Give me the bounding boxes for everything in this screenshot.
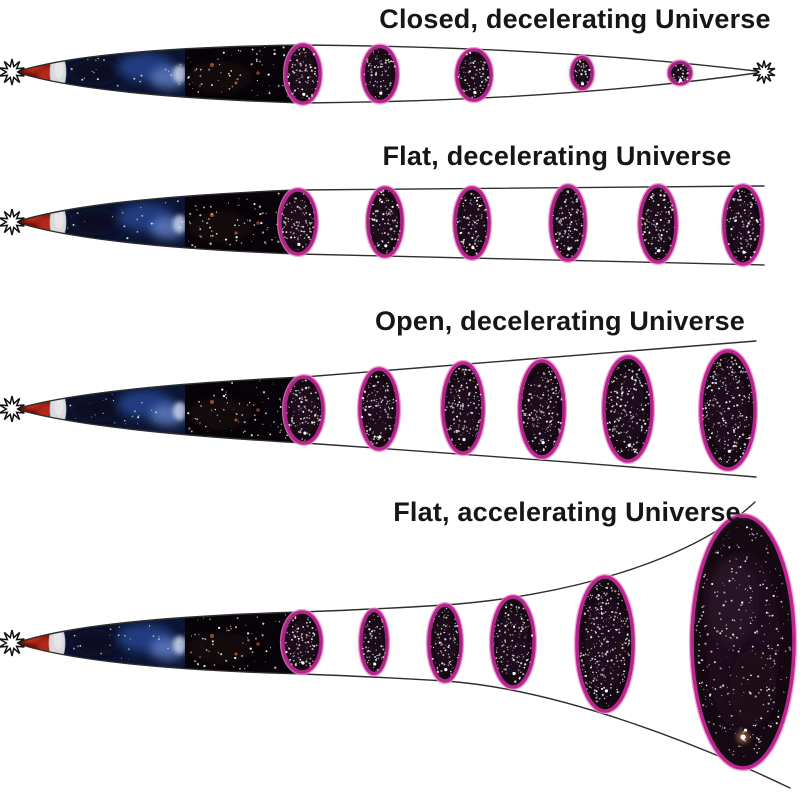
universe-snapshot-ellipse [439,359,487,457]
envelope-bottom-line [15,408,757,478]
universe-snapshot-ellipse [516,357,568,461]
universe-snapshot-ellipse [547,182,589,264]
universe-snapshot-ellipse [573,573,637,715]
universe-snapshot-ellipse [282,41,324,107]
big-bang-starburst-icon [0,58,25,86]
big-bang-starburst-icon [0,395,25,423]
universe-snapshot-ellipse [281,373,327,447]
title-flat-accelerating: Flat, accelerating Universe [393,497,741,527]
universe-snapshot-ellipse [359,43,401,105]
universe-snapshot-ellipse [568,54,596,92]
universe-snapshot-ellipse [425,601,465,685]
universe-snapshot-ellipse [279,608,325,676]
envelope-bottom-line [15,221,765,266]
universe-snapshot-ellipse [488,593,538,691]
universe-snapshot-ellipse [453,46,495,104]
universe-diagram-open-decelerating [0,340,759,478]
universe-snapshot-ellipse [666,59,694,87]
title-closed-decelerating: Closed, decelerating Universe [379,4,771,34]
universe-snapshot-ellipse [364,184,406,260]
universe-snapshot-ellipse [451,184,493,262]
big-bang-starburst-icon [0,208,25,236]
cone-fill-open-decelerating [16,377,304,443]
universe-diagram-flat-decelerating [0,182,766,268]
big-bang-starburst-icon [0,629,25,657]
universe-snapshot-ellipse [276,186,320,258]
envelope-top-line [15,44,765,73]
universe-snapshot-ellipse [600,353,656,465]
envelope-bottom-line [15,642,791,789]
big-crunch-starburst-icon [752,60,776,84]
envelope-bottom-line [15,71,765,104]
universe-snapshot-ellipse [688,512,798,772]
universe-diagram-closed-decelerating [0,41,776,107]
universe-snapshot-ellipse [357,607,391,677]
envelope-top-line [15,185,765,223]
envelope-top-line [15,340,757,410]
bright-star [736,730,750,744]
cone-fill-closed-decelerating [16,45,303,103]
title-flat-decelerating: Flat, decelerating Universe [382,141,732,171]
universe-snapshot-ellipse [697,347,759,473]
universe-snapshot-ellipse [636,182,680,266]
cone-fill-flat-decelerating [16,190,298,254]
universe-diagram-flat-accelerating [0,501,798,789]
universe-snapshot-ellipse [720,182,766,268]
cone-fill-flat-accelerating [16,612,302,674]
title-open-decelerating: Open, decelerating Universe [374,306,746,336]
envelope-top-line [15,501,756,644]
universe-snapshot-ellipse [356,365,402,453]
